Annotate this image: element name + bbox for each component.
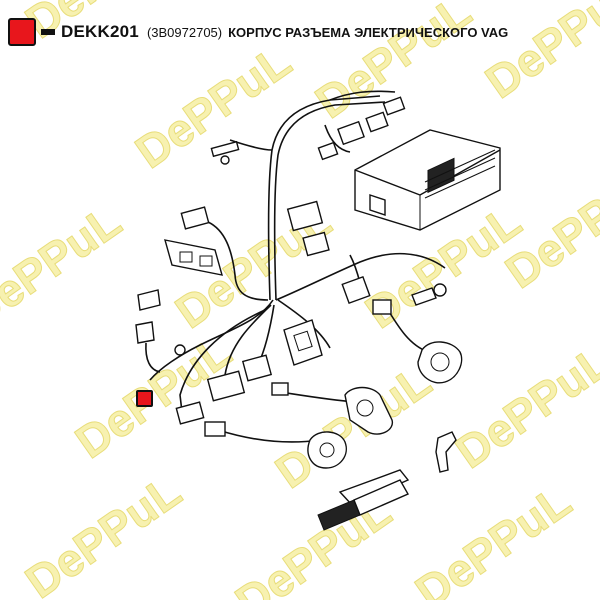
watermark-text: DePPuL	[0, 194, 130, 338]
product-code: DEKK201	[61, 22, 139, 41]
watermark-text: DePPuL	[16, 464, 190, 600]
watermark-text: DePPuL	[476, 0, 600, 108]
watermark-text: DePPuL	[446, 334, 600, 478]
part-reference: (3B0972705)	[146, 24, 223, 40]
product-title: КОРПУС РАЗЪЕМА ЭЛЕКТРИЧЕСКОГО VAG	[228, 24, 509, 40]
actuator-group	[307, 341, 463, 531]
red-square-icon	[8, 18, 36, 46]
highlight-marker-icon	[136, 390, 153, 407]
dash-icon	[41, 29, 55, 35]
control-unit	[354, 129, 501, 231]
product-header: DEKK201 (3B0972705) КОРПУС РАЗЪЕМА ЭЛЕКТ…	[8, 18, 508, 46]
watermark-text: DePPuL	[406, 474, 580, 600]
watermark-text: DePPuL	[266, 354, 440, 498]
connector-group	[135, 96, 447, 437]
